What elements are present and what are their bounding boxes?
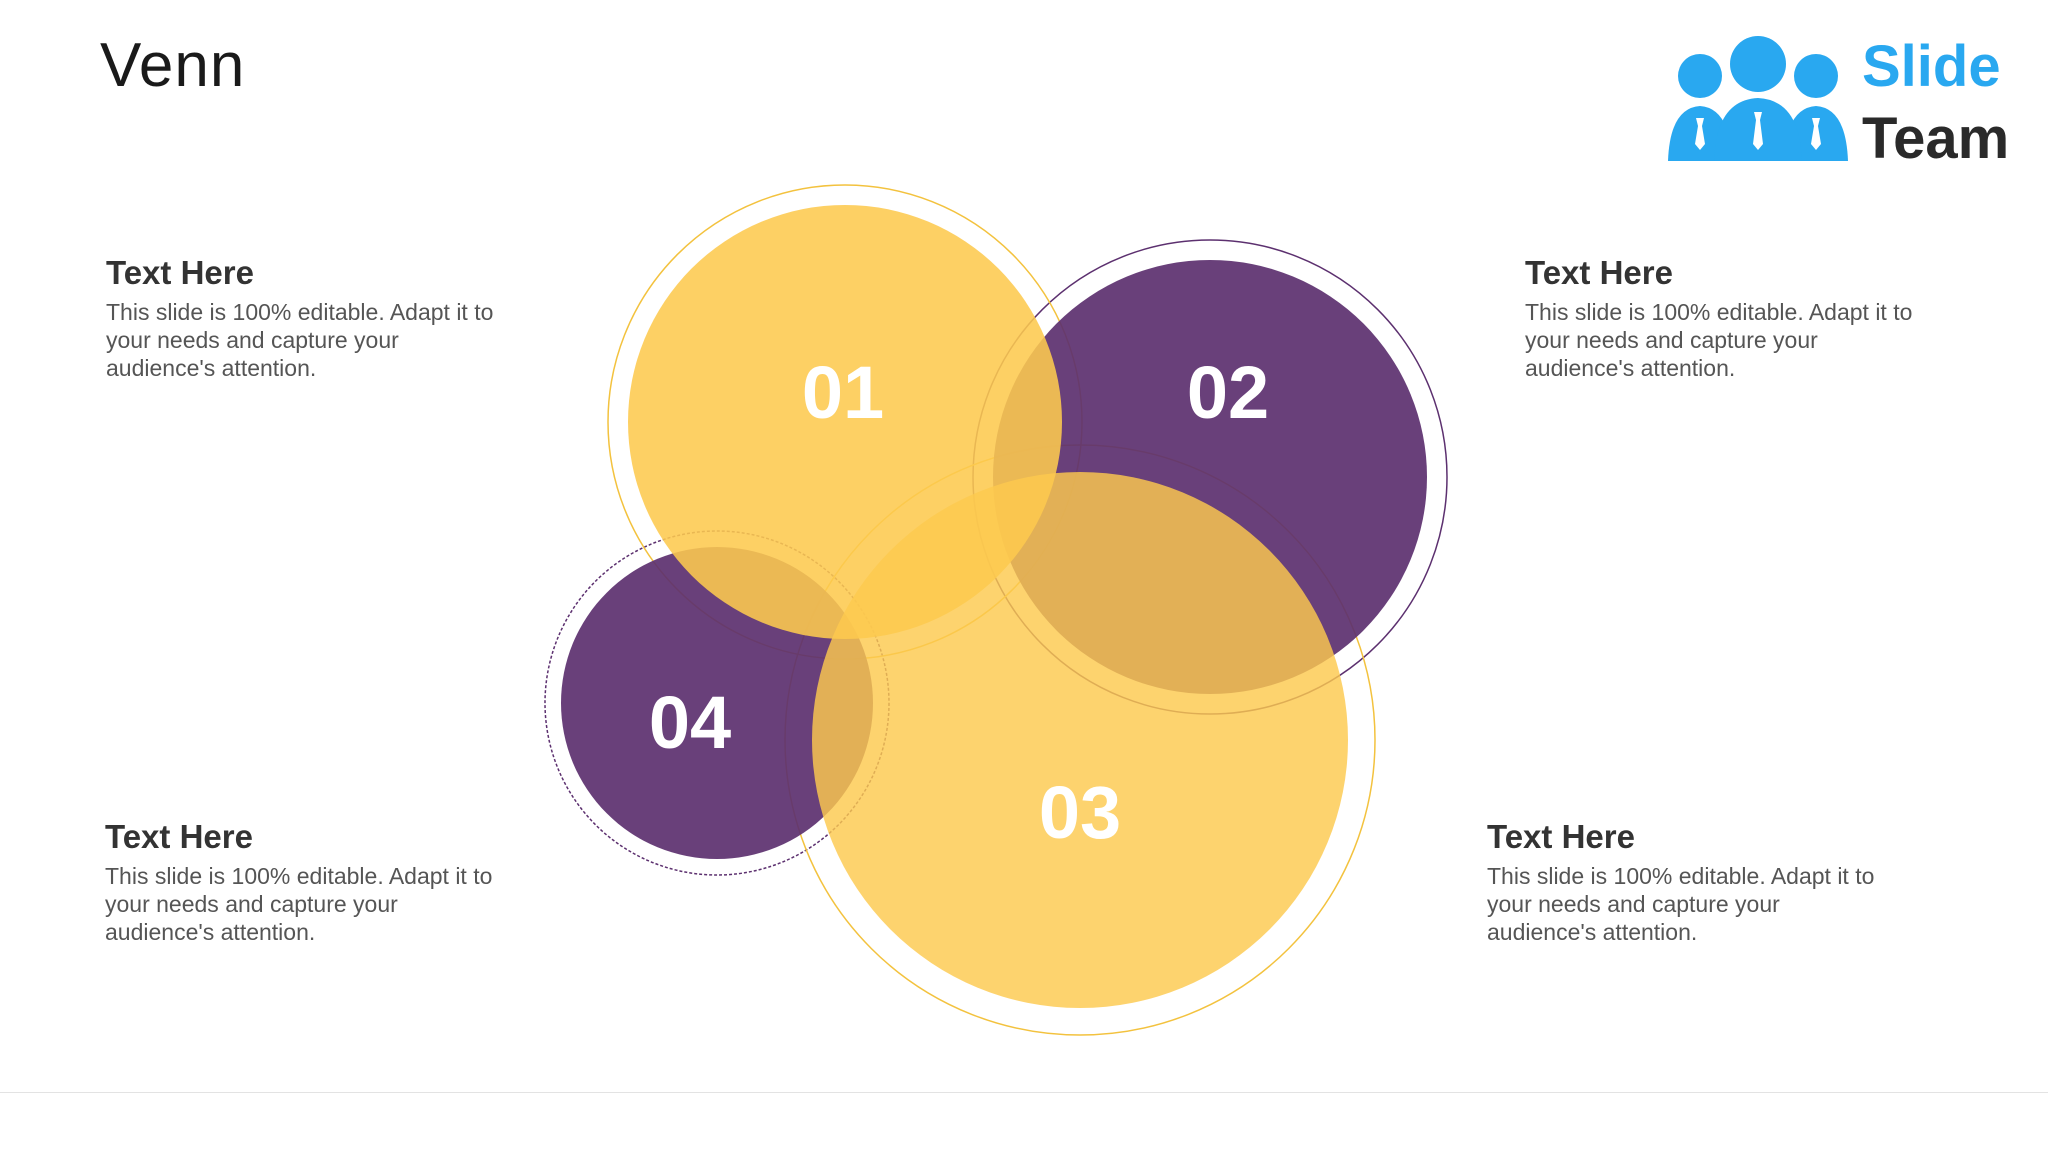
- logo-text-slide: Slide: [1862, 34, 2001, 99]
- text-block-top-right: Text Here This slide is 100% editable. A…: [1525, 254, 1945, 382]
- people-logo-icon: [1668, 36, 1848, 161]
- footer-divider: [0, 1092, 2048, 1093]
- circle-label-01: 01: [802, 351, 884, 434]
- circle-03: [812, 472, 1348, 1008]
- circle-label-03: 03: [1039, 771, 1121, 854]
- text-block-heading: Text Here: [106, 254, 254, 291]
- text-block-heading: Text Here: [1525, 254, 1673, 291]
- text-block-heading: Text Here: [105, 818, 253, 855]
- text-block-body: This slide is 100% editable. Adapt it to…: [105, 863, 493, 945]
- circle-label-04: 04: [649, 681, 731, 764]
- text-block-body: This slide is 100% editable. Adapt it to…: [1525, 299, 1913, 381]
- logo-text-team: Team: [1862, 106, 2010, 171]
- slideteam-logo: Slide Team: [1662, 26, 2022, 171]
- text-block-bottom-left: Text Here This slide is 100% editable. A…: [105, 818, 525, 946]
- text-block-bottom-right: Text Here This slide is 100% editable. A…: [1487, 818, 1907, 946]
- text-block-body: This slide is 100% editable. Adapt it to…: [106, 299, 494, 381]
- circle-label-02: 02: [1187, 351, 1269, 434]
- text-block-heading: Text Here: [1487, 818, 1635, 855]
- text-block-body: This slide is 100% editable. Adapt it to…: [1487, 863, 1875, 945]
- text-block-top-left: Text Here This slide is 100% editable. A…: [106, 254, 526, 382]
- slide-title: Venn: [100, 31, 246, 100]
